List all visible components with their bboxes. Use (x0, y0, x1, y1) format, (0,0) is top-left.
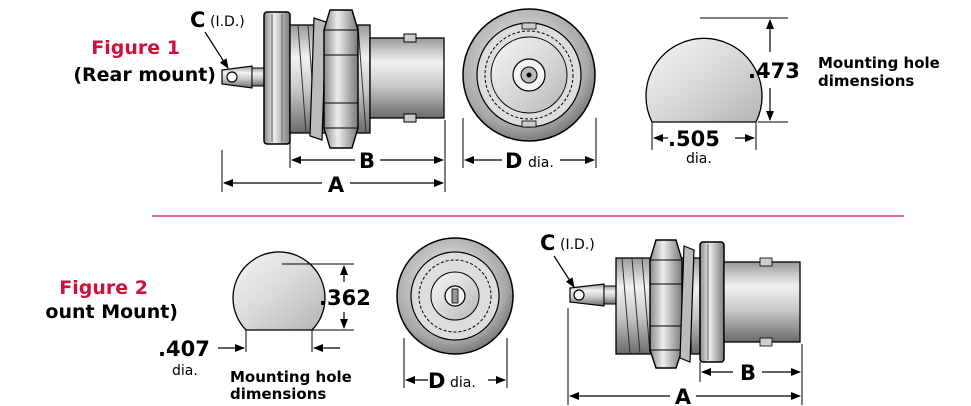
figure-1-dim-b: B (359, 149, 375, 173)
figure-2-front-view: D dia. (396, 237, 514, 393)
figure-1-mounting-hole: .473 .505 dia. Mounting hole dimensions (645, 17, 940, 167)
figure-2-c-label: C (I.D.) (540, 231, 595, 288)
figure-1-hole-width: .505 (668, 127, 720, 151)
figure-2-hole-width: .407 (158, 337, 210, 361)
figure-1-subtitle: (Rear mount) (73, 64, 216, 86)
figure-2-c-letter: C (540, 231, 555, 255)
figure-1-c-letter: C (190, 8, 205, 32)
figure-1-c-label: C (I.D.) (190, 8, 245, 69)
figure-2-dimensions: B A (567, 308, 803, 406)
figure-2-dim-d: D (428, 369, 445, 393)
figure-2-subtitle: ount Mount) (45, 301, 178, 323)
figure-2-side-view (569, 239, 801, 369)
figure-2: Figure 2 ount Mount) .362 .407 dia. Moun… (45, 231, 803, 406)
figure-1: Figure 1 (Rear mount) C (I.D.) (73, 8, 940, 197)
figure-1-hole-height: .473 (748, 59, 800, 83)
figure-2-hole-height: .362 (319, 286, 371, 310)
figure-2-hole-caption-2: dimensions (230, 385, 326, 403)
figure-2-dim-b: B (740, 361, 756, 385)
figure-2-title: Figure 2 (59, 277, 148, 299)
figure-2-c-note: (I.D.) (560, 237, 595, 253)
figure-1-front-view: D dia. (462, 8, 597, 173)
figure-2-dim-d-suffix: dia. (450, 375, 476, 391)
figure-2-dim-a: A (675, 385, 692, 406)
figure-2-hole-caption-1: Mounting hole (230, 368, 352, 386)
figure-1-dim-d-suffix: dia. (528, 155, 554, 171)
figure-1-dim-d: D (505, 149, 522, 173)
figure-1-hole-width-suffix: dia. (686, 151, 712, 167)
figure-1-side-view (221, 9, 445, 149)
figure-2-mounting-hole: .362 .407 dia. Mounting hole dimensions (158, 251, 371, 403)
figure-2-hole-width-suffix: dia. (172, 363, 198, 379)
figure-1-hole-caption-1: Mounting hole (818, 54, 940, 72)
figure-1-dimensions: B A (221, 120, 446, 197)
figure-1-hole-caption-2: dimensions (818, 72, 914, 90)
figure-1-dim-a: A (328, 173, 345, 197)
figure-1-title: Figure 1 (91, 37, 180, 59)
figure-1-c-note: (I.D.) (210, 14, 245, 30)
